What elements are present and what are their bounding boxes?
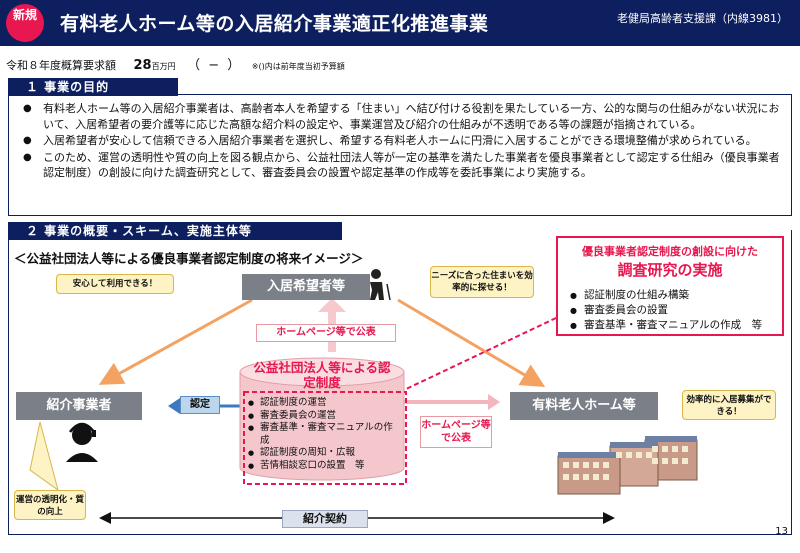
budget-line: 令和８年度概算要求額 28百万円 （ − ） ※()内は前年度当初予算額 (6, 54, 345, 73)
callout-quality: 運営の透明化・質の向上 (14, 490, 86, 520)
cert-item: 審査委員会の運営 (248, 410, 398, 423)
publish-label-top: ホームページ等で公表 (256, 324, 396, 342)
cert-item: 審査基準・審査マニュアルの作成 (248, 422, 398, 447)
budget-amount: 28 (133, 58, 152, 73)
publish-label-right: ホームページ等で公表 (420, 416, 492, 448)
cert-system-title: 公益社団法人等による認定制度 (253, 360, 391, 390)
callout-needs: ニーズに合った住まいを効率的に探せる！ (430, 266, 534, 298)
budget-note: ※()内は前年度当初予算額 (251, 62, 345, 71)
contract-label: 紹介契約 (282, 510, 368, 528)
header-bar (0, 0, 800, 46)
cert-item: 苦情相談窓口の設置 等 (248, 460, 398, 473)
cert-scope-dashed (243, 391, 407, 485)
research-item: 認証制度の仕組み構築 (570, 288, 762, 303)
section2-heading: ２ 事業の概要・スキーム、実施主体等 (8, 222, 342, 240)
section1-heading: １ 事業の目的 (8, 78, 178, 96)
research-box: 優良事業者認定制度の創設に向けた 調査研究の実施 認証制度の仕組み構築 審査委員… (556, 236, 784, 336)
operator-headset-icon (66, 422, 98, 462)
section2-frame (8, 230, 792, 535)
research-line1: 優良事業者認定制度の創設に向けた (582, 245, 758, 258)
budget-unit: 百万円 (151, 62, 176, 71)
cert-items: 認証制度の運営 審査委員会の運営 審査基準・審査マニュアルの作成 認証制度の周知… (248, 397, 398, 472)
callout-safe: 安心して利用できる！ (56, 274, 174, 294)
broker-box: 紹介事業者 (16, 392, 142, 420)
purpose-bullet: 入居希望者が安心して信頼できる入居紹介事業者を選択し、希望する有料老人ホームに円… (21, 133, 781, 149)
budget-label: 令和８年度概算要求額 (6, 59, 116, 72)
purpose-bullet: 有料老人ホーム等の入居紹介事業者は、高齢者本人を希望する「住まい」へ結び付ける役… (21, 101, 781, 132)
budget-previous: （ − ） (187, 58, 243, 73)
cert-item: 認証制度の運営 (248, 397, 398, 410)
department-label: 老健局高齢者支援課（内線3981） (617, 12, 788, 25)
research-item: 審査基準・審査マニュアルの作成 等 (570, 318, 762, 333)
nursing-home-buildings-icon (557, 436, 698, 495)
arrow-to-home (397, 298, 546, 388)
page-number: 13 (775, 526, 788, 537)
scheme-subtitle: ＜公益社団法人等による優良事業者認定制度の将来イメージ＞ (14, 251, 364, 266)
certify-label: 認定 (180, 396, 220, 414)
research-item: 審査委員会の設置 (570, 303, 762, 318)
new-badge: 新規 (6, 4, 44, 42)
page-title: 有料老人ホーム等の入居紹介事業適正化推進事業 (60, 13, 489, 35)
elderly-person-icon (370, 269, 391, 301)
nursing-home-box: 有料老人ホーム等 (510, 392, 658, 420)
purpose-box: 有料老人ホーム等の入居紹介事業者は、高齢者本人を希望する「住まい」へ結び付ける役… (8, 94, 792, 216)
research-line2: 調査研究の実施 (617, 261, 723, 279)
callout-efficient: 効率的に入居募集ができる！ (682, 390, 776, 420)
cert-item: 認証制度の周知・広報 (248, 447, 398, 460)
purpose-bullet: このため、運営の透明性や質の向上を図る観点から、公益社団法人等が一定の基準を満た… (21, 150, 781, 181)
applicant-box: 入居希望者等 (242, 274, 370, 300)
arrow-to-broker (98, 298, 253, 385)
